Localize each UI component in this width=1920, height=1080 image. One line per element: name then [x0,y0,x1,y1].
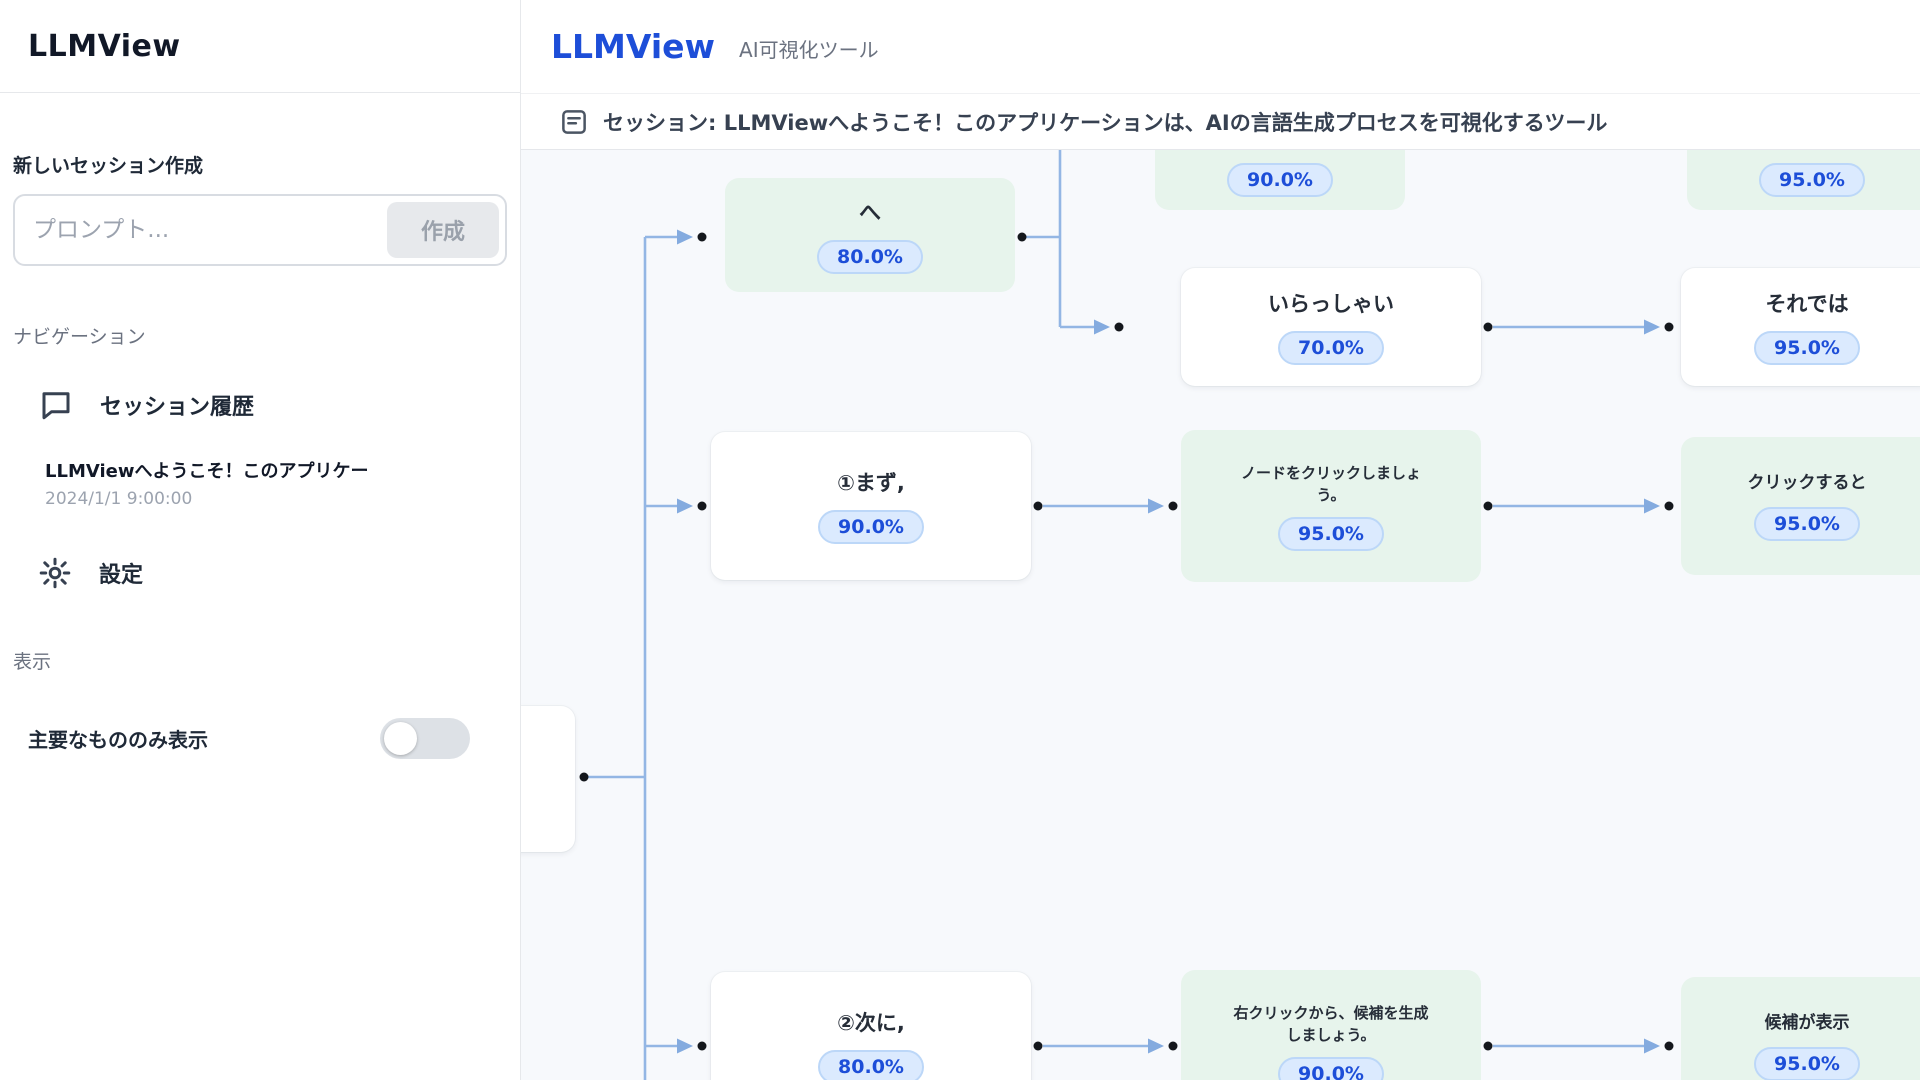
session-bar: セッション: LLMViewへようこそ！このアプリケーションは、AIの言語生成プ… [521,93,1920,150]
sidebar-item-session-history[interactable]: セッション履歴 [38,387,520,423]
display-heading: 表示 [13,651,52,673]
token-text: ②次に, [837,1011,905,1036]
probability-badge: 80.0% [817,239,923,274]
graph-node-soredewa[interactable]: それでは 95.0% [1681,268,1920,386]
probability-badge: 95.0% [1754,506,1860,541]
graph-node-node-click[interactable]: ノードをクリックしましょう。 95.0% [1181,430,1481,582]
settings-label: 設定 [99,563,144,588]
new-session-form: 作成 [13,194,507,266]
graph-canvas[interactable]: へ 80.0% 90.0% 95.0% いらっしゃい 70.0% それでは 95.0% ①まず,… [521,150,1920,1080]
message-lines-icon [559,107,589,137]
graph-node-hidden-90[interactable]: 90.0% [1155,150,1405,210]
token-text: ノードをクリックしましょう。 [1240,463,1421,505]
token-text: クリックすると [1747,473,1867,494]
main-only-toggle[interactable] [380,718,470,759]
graph-node-he[interactable]: へ 80.0% [725,178,1015,292]
probability-badge: 90.0% [818,509,924,544]
session-bar-text: セッション: LLMViewへようこそ！このアプリケーションは、AIの言語生成プ… [603,110,1608,135]
probability-badge: 95.0% [1754,1046,1860,1080]
main-header: LLMView AI可視化ツール [521,0,1920,93]
graph-node-click-suruto[interactable]: クリックすると 95.0% [1681,437,1920,575]
gear-icon [37,555,73,591]
new-session-label: 新しいセッション作成 [13,155,204,177]
token-text: それでは [1765,292,1849,317]
graph-node-hidden-95[interactable]: 95.0% [1687,150,1920,210]
token-text: ①まず, [837,471,905,496]
graph-node-migi-click[interactable]: 右クリックから、候補を生成しましょう。 90.0% [1181,970,1481,1080]
probability-badge: 95.0% [1278,516,1384,551]
session-item-timestamp: 2024/1/1 9:00:00 [45,489,193,509]
sidebar-logo: LLMView [28,28,181,64]
toggle-label: 主要なもののみ表示 [28,728,208,752]
graph-node-irasshai[interactable]: いらっしゃい 70.0% [1181,268,1481,386]
graph-node-root[interactable] [521,706,575,852]
probability-badge: 95.0% [1759,163,1865,197]
session-history-label: セッション履歴 [100,395,255,420]
session-list-item[interactable]: LLMViewへようこそ！このアプリケー 2024/1/1 9:00:00 [45,457,520,509]
session-item-title: LLMViewへようこそ！このアプリケー [45,461,369,482]
app-title: LLMView [551,27,716,66]
sidebar-header: LLMView [0,0,520,93]
probability-badge: 70.0% [1278,330,1384,365]
graph-node-kouho[interactable]: 候補が表示 95.0% [1681,977,1920,1080]
token-text: へ [858,200,881,226]
probability-badge: 90.0% [1227,163,1333,197]
token-text: 候補が表示 [1764,1013,1850,1034]
graph-node-mazu[interactable]: ①まず, 90.0% [711,432,1031,580]
probability-badge: 90.0% [1278,1056,1384,1080]
probability-badge: 80.0% [818,1049,924,1080]
token-text: 右クリックから、候補を生成しましょう。 [1233,1003,1429,1045]
probability-badge: 95.0% [1754,330,1860,365]
token-text: いらっしゃい [1268,292,1394,317]
sidebar: LLMView 新しいセッション作成 作成 ナビゲーション セッション履歴 LL… [0,0,521,1080]
display-toggle-row: 主要なもののみ表示 [28,718,470,759]
toggle-knob [384,722,417,755]
app-subtitle: AI可視化ツール [739,38,879,62]
graph-node-tsugini[interactable]: ②次に, 80.0% [711,972,1031,1080]
create-session-button[interactable]: 作成 [387,202,499,258]
chat-bubble-icon [38,387,74,423]
nav-heading: ナビゲーション [13,326,146,348]
sidebar-item-settings[interactable]: 設定 [37,555,520,591]
prompt-input[interactable] [21,217,387,243]
